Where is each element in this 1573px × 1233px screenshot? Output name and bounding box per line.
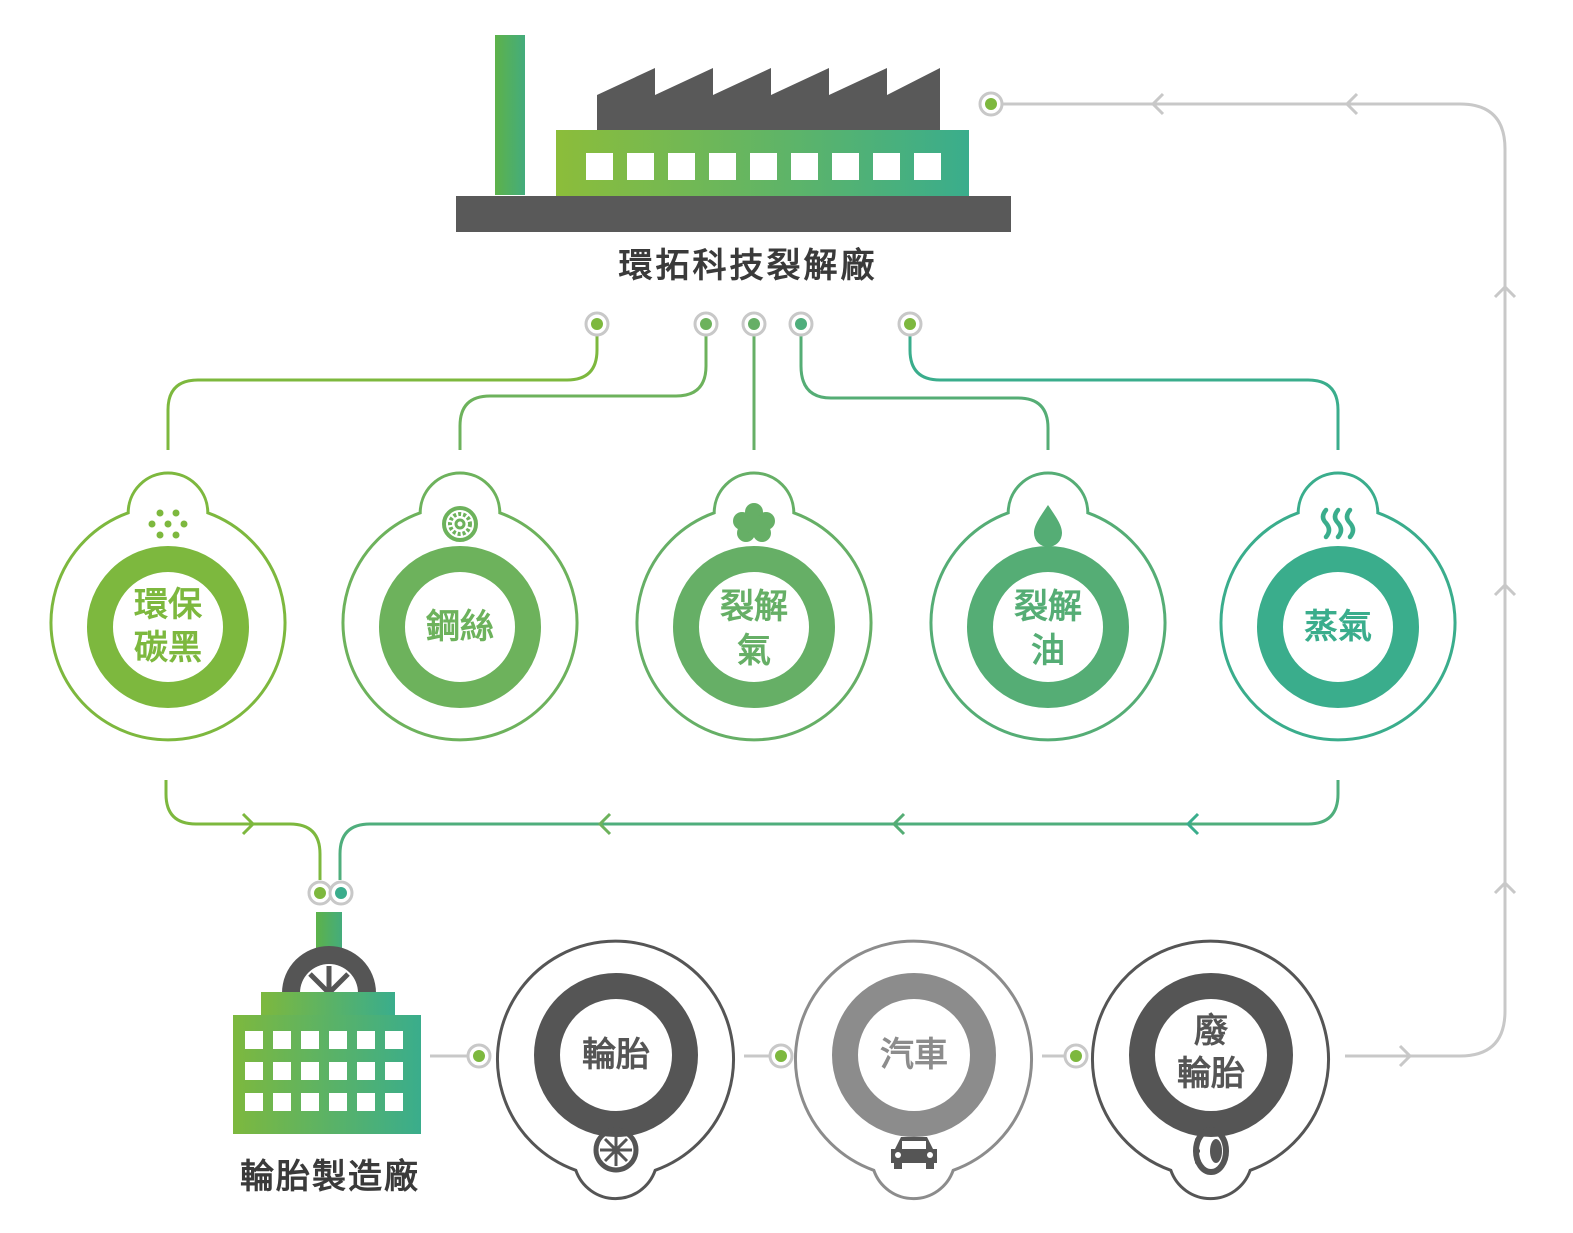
plant-label: 環拓科技裂解廠 [619, 246, 878, 286]
cycle-car: 汽車 [794, 939, 1033, 1201]
product-label-line2: 碳黑 [134, 628, 202, 668]
supply-dots [307, 880, 354, 906]
product-label-line1: 裂解 [1014, 587, 1082, 627]
cycle-label-line1: 汽車 [880, 1035, 948, 1075]
cycle-links [430, 1043, 1089, 1069]
cycle-label-line1: 輪胎 [582, 1035, 650, 1075]
cycle-label-line2: 輪胎 [1177, 1054, 1245, 1094]
return-inlet-dot [978, 91, 1004, 117]
particles-icon [148, 509, 188, 539]
supply-lines [164, 780, 1340, 880]
tire-factory-label: 輪胎製造廠 [240, 1157, 420, 1197]
product-steel-wire: 鋼絲 [341, 471, 579, 742]
steel-coil-icon [442, 506, 478, 542]
product-steam: 蒸氣 [1219, 471, 1457, 742]
cycle-waste-tire: 廢 輪胎 [1091, 939, 1330, 1201]
product-label-line1: 環保 [134, 585, 203, 625]
product-label-line1: 裂解 [720, 587, 788, 627]
product-label-line1: 蒸氣 [1304, 607, 1372, 647]
tire-factory-icon [233, 912, 421, 1134]
product-label-line2: 氣 [737, 631, 771, 671]
output-lines [166, 324, 1340, 450]
output-dots [584, 311, 923, 337]
factory-icon [456, 35, 1011, 232]
wheel-icon [593, 1127, 639, 1173]
oil-drop-icon [1034, 505, 1062, 547]
product-label-line1: 鋼絲 [426, 607, 494, 647]
cycle-tire: 輪胎 [496, 939, 735, 1201]
product-label-line2: 油 [1031, 631, 1065, 671]
product-pyrolysis-gas: 裂解 氣 [635, 471, 873, 742]
steam-icon [1320, 507, 1356, 540]
gas-cloud-icon [733, 503, 775, 542]
return-flow-line [992, 92, 1517, 1068]
cycle-label-line1: 廢 [1194, 1011, 1229, 1051]
product-carbon-black: 環保 碳黑 [49, 471, 287, 742]
product-pyrolysis-oil: 裂解 油 [929, 471, 1167, 742]
car-icon [891, 1137, 937, 1169]
waste-tire-icon [1193, 1127, 1229, 1175]
